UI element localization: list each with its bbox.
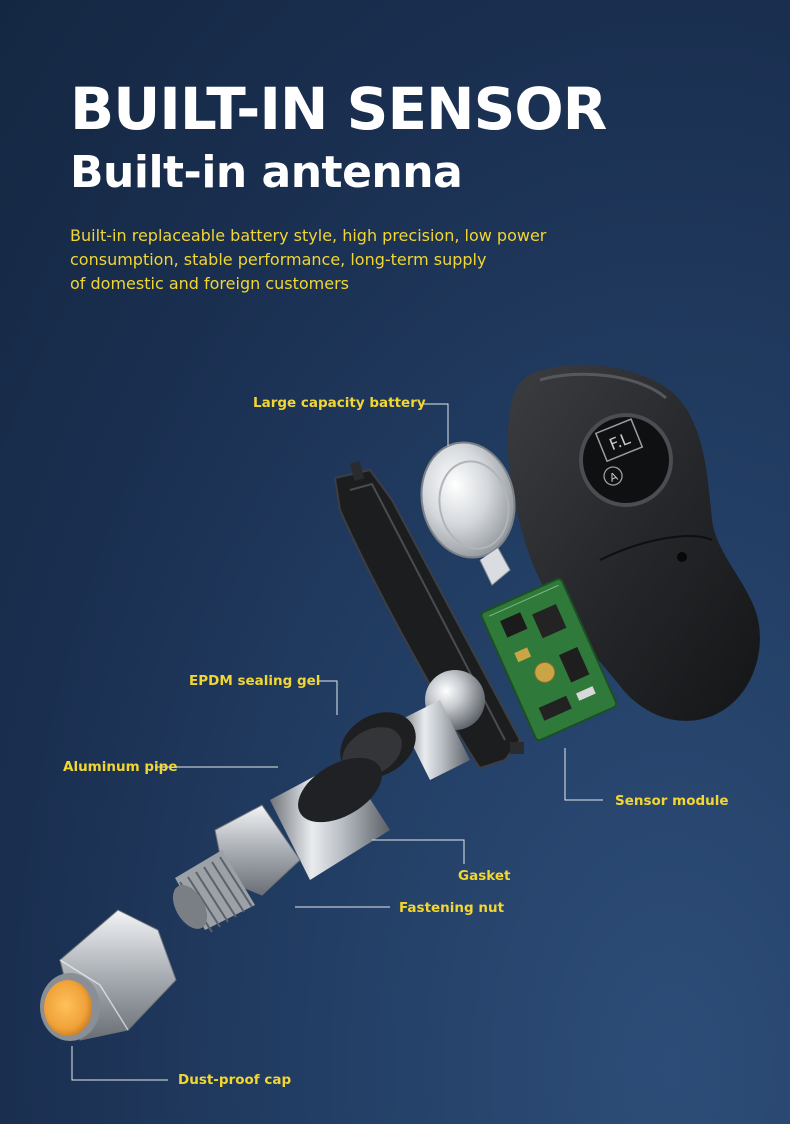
label-sealing-gel: EPDM sealing gel xyxy=(189,673,321,689)
label-gasket: Gasket xyxy=(458,868,511,884)
valve-stem xyxy=(172,670,485,933)
description-line-3: of domestic and foreign customers xyxy=(70,274,350,293)
description-line-2: consumption, stable performance, long-te… xyxy=(70,250,487,269)
page-subtitle: Built-in antenna xyxy=(70,147,463,198)
leader-lines xyxy=(71,403,603,1081)
label-battery: Large capacity battery xyxy=(253,395,426,411)
housing-logo-badge xyxy=(579,413,673,507)
description-line-1: Built-in replaceable battery style, high… xyxy=(70,226,547,245)
description: Built-in replaceable battery style, high… xyxy=(70,224,590,296)
pcb-board xyxy=(480,578,618,742)
page-title: BUILT-IN SENSOR xyxy=(70,75,607,143)
dust-cap xyxy=(40,909,177,1041)
sensor-housing: F.L A xyxy=(507,364,760,721)
battery xyxy=(420,441,516,586)
housing-hole xyxy=(677,552,687,562)
label-dust-cap: Dust-proof cap xyxy=(178,1072,292,1088)
label-aluminum-pipe: Aluminum pipe xyxy=(63,759,178,775)
label-sensor-module: Sensor module xyxy=(615,793,729,809)
label-fastening-nut: Fastening nut xyxy=(399,900,505,916)
